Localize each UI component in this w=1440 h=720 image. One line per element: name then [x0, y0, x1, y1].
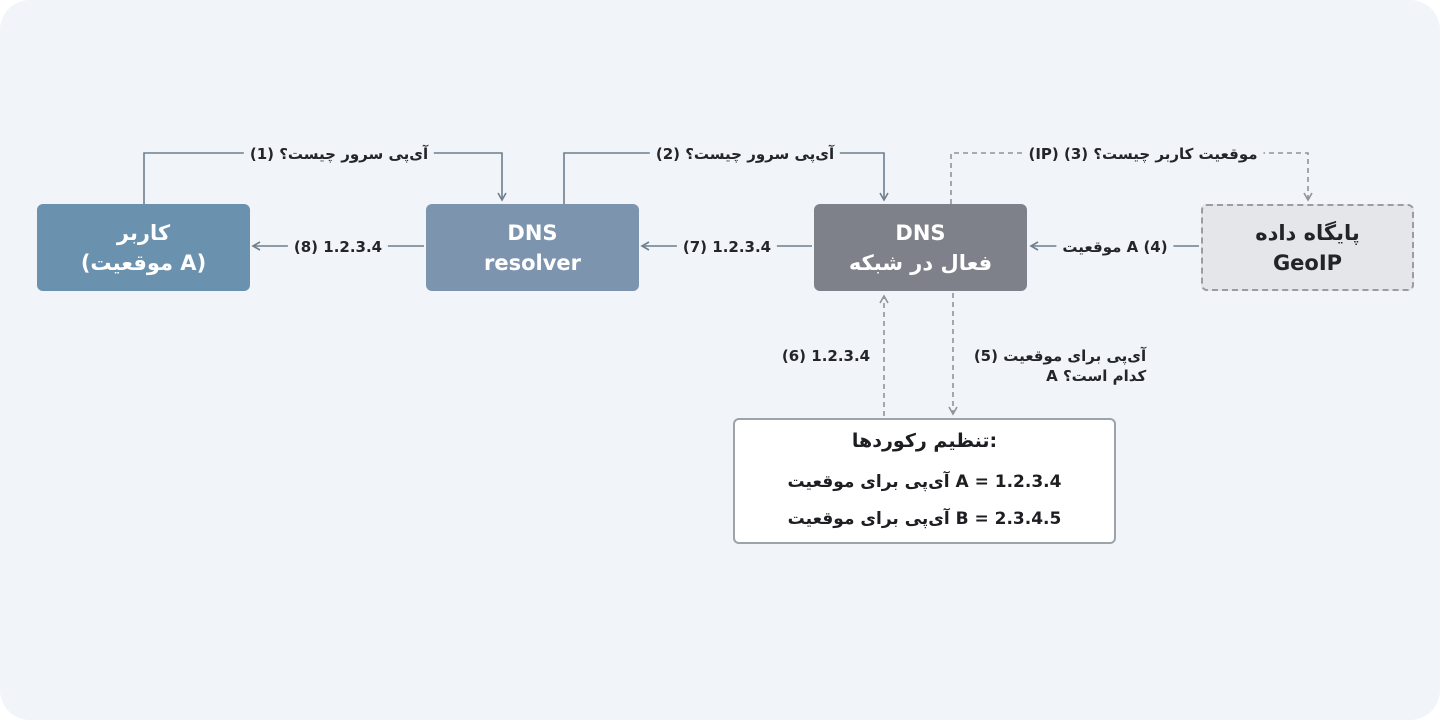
user-node: کاربر (موقعیت A) [37, 204, 250, 291]
records-title: تنظیم رکوردها: [851, 430, 998, 452]
geoip-title: پایگاه داده [1255, 220, 1360, 245]
active-dns-node: DNS فعال در شبکه [814, 204, 1027, 291]
dns-resolver-subtitle: resolver [483, 250, 581, 275]
dns-resolver-title: DNS [507, 220, 558, 245]
records-config-box: تنظیم رکوردها: آی‌پی برای موقعیت A = 1.2… [733, 418, 1116, 544]
active-dns-subtitle: فعال در شبکه [848, 250, 993, 275]
label-step6: (6) 1.2.3.4 [781, 347, 871, 365]
active-dns-title: DNS [895, 220, 946, 245]
label-step5-line2: A کدام است؟ [1046, 367, 1147, 385]
label-step4: موقعیت A (4) [1056, 237, 1174, 257]
record-location-a: آی‌پی برای موقعیت A = 1.2.3.4 [787, 472, 1062, 492]
label-step7: (7) 1.2.3.4 [676, 237, 778, 257]
label-step8: (8) 1.2.3.4 [287, 237, 389, 257]
geoip-database-node: پایگاه داده GeoIP [1201, 204, 1414, 291]
label-step2: آی‌پی سرور چیست؟ (2) [649, 144, 841, 164]
dns-resolver-node: DNS resolver [426, 204, 639, 291]
label-step3: (IP) موقعیت کاربر چیست؟ (3) [1022, 144, 1264, 164]
user-node-title: کاربر [116, 220, 171, 245]
label-step1: آی‌پی سرور چیست؟ (1) [243, 144, 435, 164]
label-step5: آی‌پی برای موقعیت (5) A کدام است؟ [968, 346, 1152, 386]
geoip-subtitle: GeoIP [1272, 250, 1343, 275]
user-node-location: (موقعیت A) [80, 250, 207, 275]
record-location-b: آی‌پی برای موقعیت B = 2.3.4.5 [787, 509, 1062, 529]
label-step5-line1: آی‌پی برای موقعیت (5) [973, 347, 1147, 365]
